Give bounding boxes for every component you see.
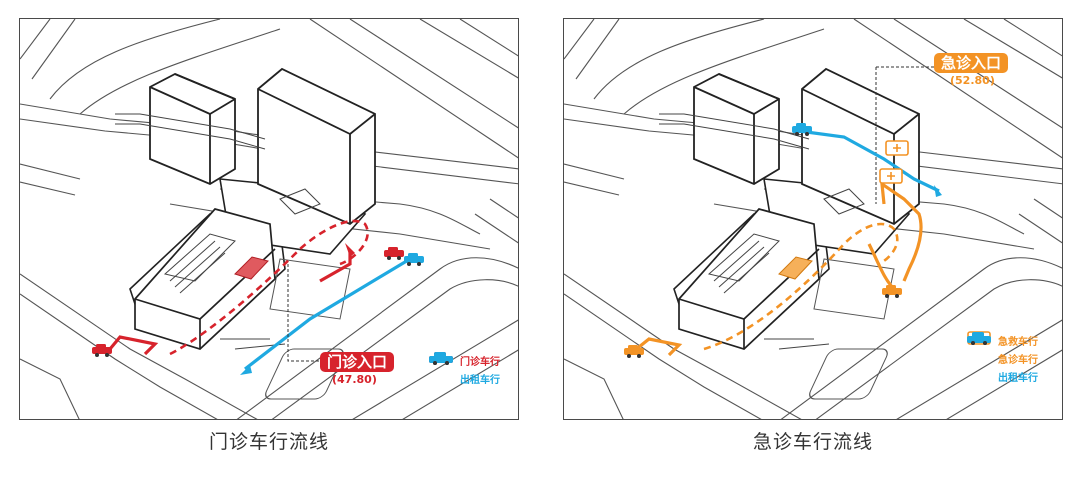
entrance-leader-line — [287, 264, 320, 362]
emergency-vehicle-route — [633, 337, 683, 357]
car-icon — [404, 253, 424, 266]
emergency-legend: 急救车行 急诊车行 出租车行 — [966, 331, 1038, 385]
outpatient-legend: 门诊车行 出租车行 — [428, 351, 500, 387]
legend-item-taxi: 出租车行 — [966, 332, 1038, 385]
outpatient-vehicle-route-exit — [319, 251, 352, 283]
ambulance-route-2 — [867, 243, 896, 291]
car-icon — [428, 352, 454, 385]
emergency-entrance-elevation: (52.80) — [950, 74, 995, 87]
outpatient-entrance-tag: 门诊入口 — [320, 352, 395, 372]
taxi-route — [244, 257, 411, 371]
emergency-vehicle-route-dashed — [703, 222, 899, 351]
ambulance-icon — [879, 168, 903, 184]
taxi-route-arrow — [240, 365, 252, 375]
outpatient-diagram-panel: 门诊入口 (47.80) 门诊车行 出租车行 — [19, 18, 519, 420]
taxi-route-arrow — [934, 185, 942, 197]
outpatient-site-drawing — [20, 19, 518, 419]
legend-label: 急诊车行 — [998, 354, 1038, 366]
legend-label: 出租车行 — [998, 372, 1038, 384]
car-icon — [966, 332, 992, 365]
car-icon — [384, 247, 404, 260]
car-icon — [624, 345, 644, 358]
legend-item-emergency: 急诊车行 — [966, 332, 1038, 367]
legend-label: 门诊车行 — [460, 356, 500, 368]
car-icon — [792, 123, 812, 136]
emergency-caption: 急诊车行流线 — [752, 431, 873, 453]
emergency-diagram-panel: 急诊入口 (52.80) 急救车行 急诊车行 出租车行 — [563, 18, 1063, 420]
outpatient-entrance-elevation: (47.80) — [332, 373, 377, 386]
car-icon — [92, 344, 112, 357]
emergency-entrance-tag: 急诊入口 — [934, 53, 1009, 73]
ambulance-icon — [885, 140, 909, 156]
car-icon — [966, 332, 992, 383]
car-icon — [882, 285, 902, 298]
legend-label: 出租车行 — [460, 374, 500, 386]
outpatient-vehicle-route-dashed — [169, 219, 369, 356]
legend-label: 急救车行 — [998, 336, 1038, 348]
outpatient-block-highlight — [234, 256, 269, 280]
legend-item-taxi: 出租车行 — [428, 352, 500, 387]
ambulance-route — [880, 180, 923, 282]
emergency-site-drawing — [564, 19, 1062, 419]
emergency-block-highlight — [778, 256, 813, 280]
outpatient-vehicle-route — [108, 335, 159, 356]
outpatient-caption: 门诊车行流线 — [208, 431, 329, 453]
outpatient-route-arrow — [345, 243, 355, 257]
taxi-route — [798, 129, 940, 193]
